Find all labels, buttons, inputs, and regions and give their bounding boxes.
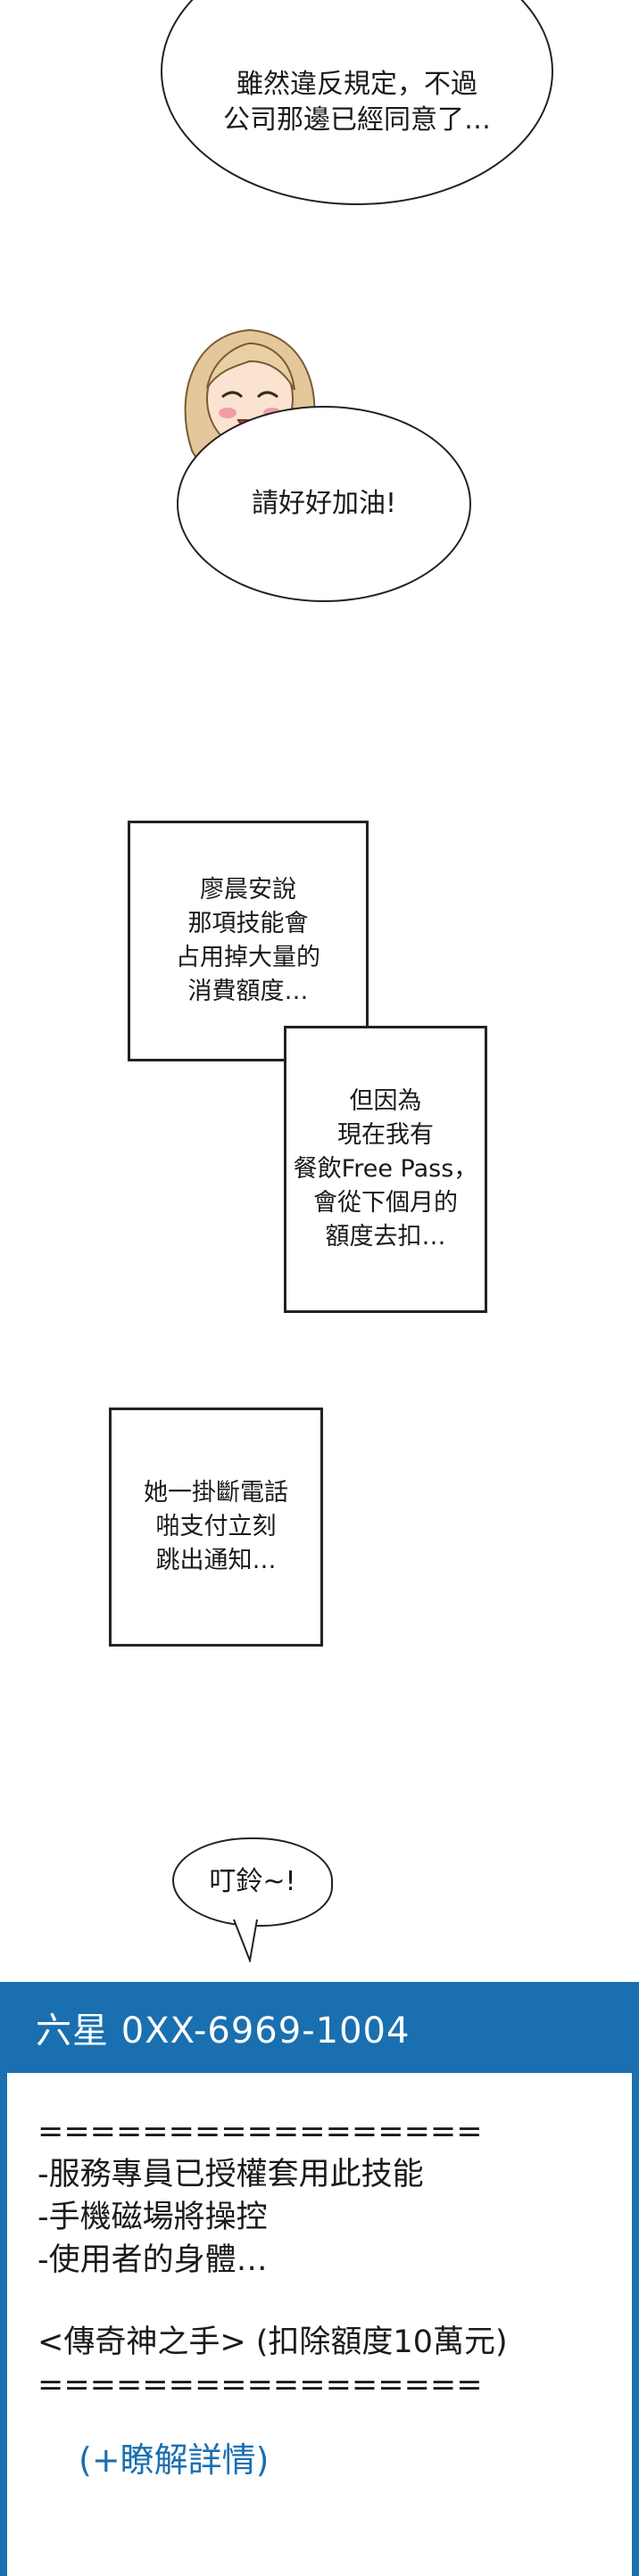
details-link[interactable]: (+瞭解詳情) bbox=[79, 2440, 270, 2480]
phone-notification: 六星 0XX-6969-1004 ================= -服務專員… bbox=[0, 1982, 639, 2576]
notification-skill: <傳奇神之手> (扣除額度10萬元) bbox=[37, 2324, 508, 2360]
narration-box-1: 廖晨安說 那項技能會 占用掉大量的 消費額度… bbox=[128, 821, 369, 1061]
narration-box-2: 但因為 現在我有 餐飲Free Pass， 會從下個月的 額度去扣… bbox=[284, 1026, 487, 1313]
notification-body: ================= -服務專員已授權套用此技能 -手機磁場將操控… bbox=[7, 2073, 632, 2576]
notification-line-2: -手機磁場將操控 bbox=[37, 2200, 268, 2235]
narration-box-2-text: 但因為 現在我有 餐飲Free Pass， 會從下個月的 額度去扣… bbox=[293, 1087, 478, 1251]
narration-box-1-text: 廖晨安說 那項技能會 占用掉大量的 消費額度… bbox=[176, 876, 320, 1005]
speech-bubble-cheer-text: 請好好加油! bbox=[251, 488, 397, 519]
notification-line-1: -服務專員已授權套用此技能 bbox=[37, 2157, 424, 2192]
speech-bubble-top: 雖然違反規定，不過 公司那邊已經同意了… bbox=[161, 0, 553, 205]
notification-line-3: -使用者的身體… bbox=[37, 2242, 268, 2278]
divider-top: ================= bbox=[37, 2114, 483, 2150]
divider-bottom: ================= bbox=[37, 2367, 483, 2403]
speech-bubble-cheer: 請好好加油! bbox=[177, 406, 471, 602]
notification-header: 六星 0XX-6969-1004 bbox=[0, 1982, 639, 2073]
speech-bubble-ding: 叮鈴~! bbox=[172, 1837, 333, 1927]
narration-box-3: 她一掛斷電話 啪支付立刻 跳出通知… bbox=[109, 1408, 323, 1647]
speech-bubble-ding-text: 叮鈴~! bbox=[209, 1866, 296, 1897]
speech-bubble-top-text: 雖然違反規定，不過 公司那邊已經同意了… bbox=[223, 69, 491, 136]
notification-sender: 六星 0XX-6969-1004 bbox=[36, 2010, 411, 2052]
narration-box-3-text: 她一掛斷電話 啪支付立刻 跳出通知… bbox=[144, 1479, 288, 1574]
bubble-tail-icon bbox=[233, 1918, 258, 1962]
